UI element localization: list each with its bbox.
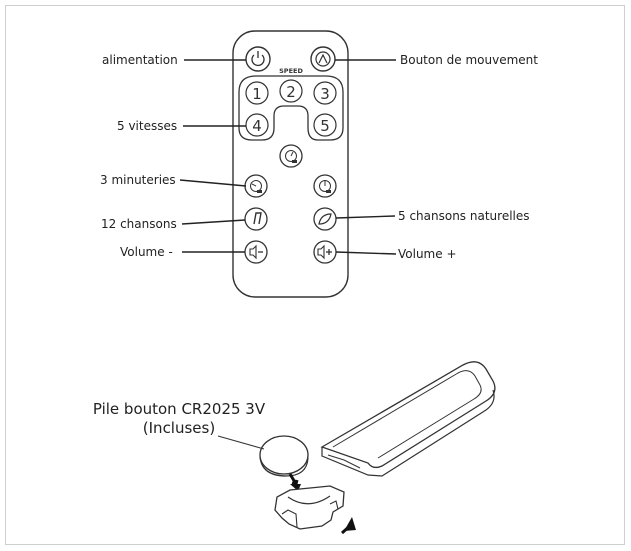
label-speeds: 5 vitesses — [117, 119, 178, 133]
svg-text:1: 1 — [252, 85, 262, 103]
label-nature-songs: 5 chansons naturelles — [398, 209, 530, 223]
music-note-icon — [253, 212, 262, 225]
speed-button-2[interactable]: 2 — [279, 79, 303, 103]
speed-button-4[interactable]: 4 — [245, 113, 269, 137]
battery-pointer-line — [217, 435, 265, 450]
battery-label-line1: Pile bouton CR2025 3V — [92, 400, 266, 418]
motion-icon — [318, 53, 328, 64]
timer-button-middle[interactable] — [279, 144, 303, 168]
timer-button-right[interactable] — [313, 174, 337, 198]
motion-button[interactable] — [310, 46, 336, 72]
timer-button-left[interactable] — [244, 174, 268, 198]
label-timers: 3 minuteries — [100, 173, 176, 187]
svg-text:3: 3 — [320, 85, 330, 103]
nature-songs-button[interactable] — [313, 207, 337, 231]
power-icon — [251, 54, 265, 67]
label-volume-down: Volume - — [120, 245, 173, 259]
power-button[interactable] — [245, 46, 271, 72]
callout-line-timers — [179, 179, 247, 187]
down-arrow-icon — [288, 473, 299, 486]
speed-label: SPEED — [279, 67, 303, 75]
label-power: alimentation — [102, 53, 178, 67]
speaker-icon — [249, 244, 257, 260]
coin-battery-illustration — [259, 435, 309, 477]
remote-back-illustration — [320, 361, 496, 477]
speed-button-1[interactable]: 1 — [245, 81, 269, 105]
label-songs: 12 chansons — [101, 217, 177, 231]
battery-label-line2: (Incluses) — [142, 419, 216, 437]
songs-button[interactable] — [244, 207, 268, 231]
battery-label: Pile bouton CR2025 3V (Incluses) — [84, 400, 274, 438]
svg-text:2: 2 — [286, 83, 296, 101]
callout-line-volume-up — [335, 251, 397, 255]
speed-button-3[interactable]: 3 — [313, 81, 337, 105]
svg-text:4: 4 — [252, 117, 262, 135]
callout-line-nature — [335, 215, 396, 219]
battery-tray-illustration — [274, 485, 345, 530]
speed-button-5[interactable]: 5 — [313, 113, 337, 137]
label-volume-up: Volume + — [398, 247, 457, 261]
callout-line-songs — [181, 219, 246, 225]
volume-down-button[interactable] — [244, 240, 268, 264]
leaf-icon — [318, 213, 332, 225]
figure-frame — [5, 5, 625, 545]
label-motion: Bouton de mouvement — [400, 53, 538, 67]
svg-text:5: 5 — [320, 117, 330, 135]
speaker-icon — [317, 244, 325, 260]
volume-up-button[interactable] — [313, 240, 337, 264]
